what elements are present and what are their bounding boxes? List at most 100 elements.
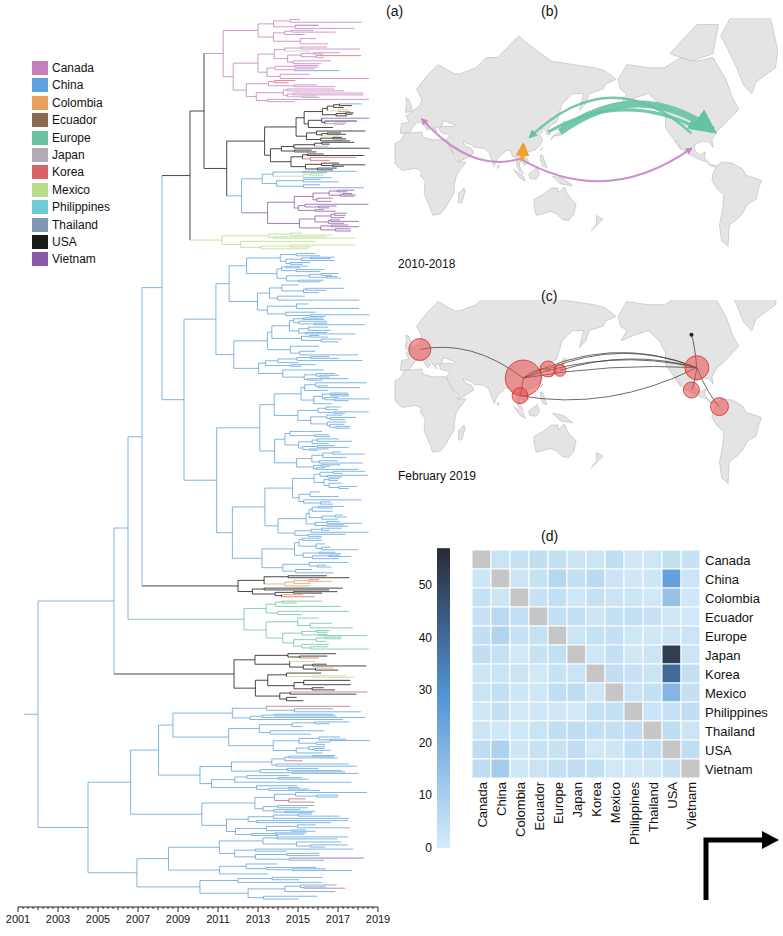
tree-branch [296,117,304,118]
tree-branch [312,768,318,769]
tree-branch [320,565,326,566]
tree-branch [302,96,311,97]
tree-branch [263,837,277,838]
tree-branch [305,773,359,774]
tree-branch [328,157,356,158]
tree-branch [287,853,309,854]
tree-branch [317,354,359,355]
tree-branch [301,47,311,48]
tree-branch [320,641,326,642]
tree-branch [330,740,339,741]
tree-branch [313,335,319,336]
tree-branch [316,499,362,500]
tree-branch [333,163,339,164]
tree-branch [212,779,235,780]
tree-branch [299,441,312,442]
axis-minor-tick [228,907,229,909]
heatmap-cell [662,626,681,645]
legend-label: Vietnam [52,253,96,265]
tree-branch [340,194,343,195]
tree-branch [324,436,330,437]
tree-branch [281,851,287,852]
tree-branch [335,451,341,452]
tree-branch [274,20,290,21]
location-circle [685,356,709,380]
tree-branch [310,844,316,845]
tree-branch [319,552,329,553]
tree-branch [311,90,344,91]
tree-branch [275,592,293,593]
tree-branch [265,488,293,489]
tree-branch [315,721,327,722]
tree-branch [300,657,313,658]
tree-branch [294,583,305,584]
tree-branch [303,449,310,450]
tree-branch [304,379,307,380]
tree-branch [314,171,357,172]
land-shape [459,425,465,440]
tree-branch [299,321,321,322]
tree-branch [301,336,309,337]
tree-branch [315,179,321,180]
tree-branch [137,886,200,887]
row-label: Thailand [705,724,755,737]
tree-branch [327,106,333,107]
axis-minor-tick [303,907,304,909]
axis-minor-tick [63,907,64,909]
tree-branch [310,827,350,828]
tree-branch [337,121,357,122]
tree-branch [248,888,285,889]
column-label: Mexico [608,782,621,823]
tree-branch [344,228,350,229]
tree-branch [311,423,328,424]
tree-branch [293,93,314,94]
tree-branch [301,49,321,50]
tree-branch [233,63,258,64]
tree-branch [299,218,314,219]
tree-branch [312,755,323,756]
tree-branch [294,682,304,683]
tree-branch [297,467,314,468]
tree-branch [288,575,307,576]
tree-branch [340,739,346,740]
column-label: Japan [570,782,583,817]
tree-branch [343,426,350,427]
tree-branch [256,785,291,786]
tree-branch [334,555,340,556]
tree-branch [317,441,330,442]
tree-branch [309,351,315,352]
tree-branch [278,296,299,297]
tree-branch [255,680,267,681]
tree-branch [265,365,291,366]
tree-branch [322,43,328,44]
heatmap-cell [567,607,586,626]
tree-branch [290,246,305,247]
heatmap-cell [529,664,548,683]
axis-minor-tick [193,907,194,909]
tree-branch [332,395,343,396]
tree-branch [281,151,294,152]
tree-branch [290,19,294,20]
tree-branch [300,43,322,44]
tree-branch [290,233,296,234]
tree-branch [297,760,303,761]
tree-branch [320,675,346,676]
tree-branch [310,86,335,87]
land-shape [534,187,576,221]
transmission-line [523,353,697,379]
tree-branch [303,174,311,175]
tree-branch [313,292,319,293]
tree-branch [294,688,312,689]
tree-branch [308,88,335,89]
tree-branch [262,174,273,175]
tree-branch [307,757,337,758]
tree-branch [322,187,364,188]
tree-branch [322,122,325,123]
tree-branch [290,346,312,347]
axis-minor-tick [223,907,224,909]
tree-branch [312,443,323,444]
axis-minor-tick [83,907,84,909]
legend-label: Thailand [52,219,98,231]
tree-branch [263,806,278,807]
tree-branch [321,273,326,274]
